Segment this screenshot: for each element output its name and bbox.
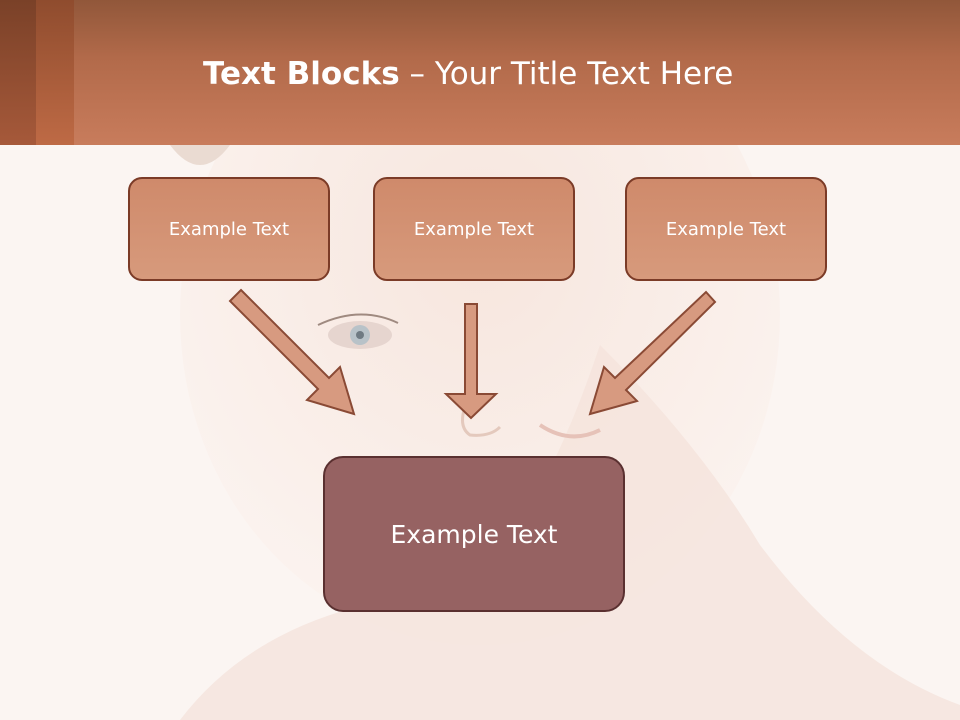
arrow-right [588, 290, 717, 416]
target-block-label: Example Text [390, 519, 558, 549]
target-block: Example Text [323, 456, 625, 612]
header-accent-stripe [0, 0, 36, 145]
text-block-label: Example Text [413, 218, 535, 240]
text-block-right: Example Text [625, 177, 827, 281]
text-block-left: Example Text [128, 177, 330, 281]
header-accent-stripe [36, 0, 74, 145]
text-block-label: Example Text [665, 218, 787, 240]
title-rest: Your Title Text Here [434, 56, 734, 92]
title-bold: Text Blocks [203, 56, 400, 92]
page-title: Text Blocks – Your Title Text Here [203, 56, 733, 92]
header-band [0, 0, 960, 145]
arrow-center [443, 303, 499, 420]
arrow-left [228, 288, 356, 416]
text-block-center: Example Text [373, 177, 575, 281]
text-block-label: Example Text [168, 218, 290, 240]
title-dash: – [399, 56, 435, 92]
